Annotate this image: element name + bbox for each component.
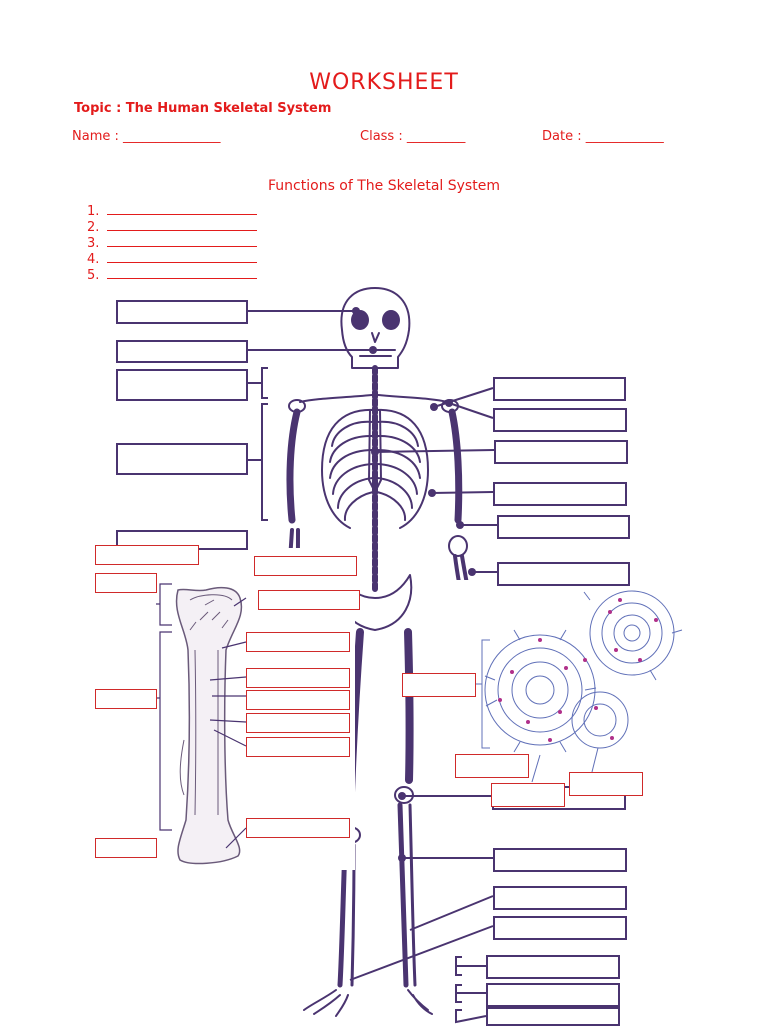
function-item-5[interactable]: 5. bbox=[87, 268, 258, 284]
label-box-fibula[interactable] bbox=[493, 886, 627, 910]
label-box-nutrient-artery[interactable] bbox=[246, 737, 350, 757]
label-box-bone-title[interactable] bbox=[95, 545, 199, 565]
label-box-skull[interactable] bbox=[116, 300, 248, 324]
worksheet-title: WORKSHEET bbox=[309, 70, 459, 95]
function-item-1[interactable]: 1. bbox=[87, 204, 258, 220]
function-item-4[interactable]: 4. bbox=[87, 252, 258, 268]
label-box-diaphysis[interactable] bbox=[95, 689, 157, 709]
function-item-3[interactable]: 3. bbox=[87, 236, 258, 252]
label-box-clavicle[interactable] bbox=[493, 377, 626, 401]
label-box-articular-lower[interactable] bbox=[246, 818, 350, 838]
label-box-radius[interactable] bbox=[497, 515, 630, 539]
date-field[interactable]: Date : ____________ bbox=[542, 129, 664, 144]
label-box-ribs[interactable] bbox=[493, 482, 627, 506]
label-box-mandible[interactable] bbox=[116, 340, 248, 363]
functions-heading: Functions of The Skeletal System bbox=[268, 178, 500, 194]
label-box-epiphyseal-line[interactable] bbox=[246, 632, 350, 652]
name-field[interactable]: Name : _______________ bbox=[72, 129, 221, 144]
label-box-haversian-canal[interactable] bbox=[455, 754, 529, 778]
label-box-spongy-bone[interactable] bbox=[258, 590, 360, 610]
label-box-periosteum[interactable] bbox=[246, 713, 350, 733]
label-box-phalanges[interactable] bbox=[486, 1007, 620, 1026]
topic-line: Topic : The Human Skeletal System bbox=[74, 101, 332, 116]
label-box-sternum[interactable] bbox=[494, 440, 628, 464]
label-box-lacunae[interactable] bbox=[491, 783, 565, 807]
label-box-canaliculi[interactable] bbox=[569, 772, 643, 796]
label-box-metatarsals[interactable] bbox=[486, 983, 620, 1007]
label-box-ulna[interactable] bbox=[497, 562, 630, 586]
label-box-tarsals[interactable] bbox=[486, 955, 620, 979]
label-box-scapula[interactable] bbox=[493, 408, 627, 432]
label-box-epiphysis-upper[interactable] bbox=[95, 573, 157, 593]
label-box-axial-upper[interactable] bbox=[116, 369, 248, 401]
label-box-axial-lower[interactable] bbox=[116, 443, 248, 475]
label-box-epiphysis-lower[interactable] bbox=[95, 838, 157, 858]
label-box-tibia[interactable] bbox=[493, 848, 627, 872]
label-box-ankle[interactable] bbox=[493, 916, 627, 940]
label-box-articular-cartilage[interactable] bbox=[254, 556, 357, 576]
label-box-compact-bone[interactable] bbox=[246, 690, 350, 710]
label-box-medullary-cavity[interactable] bbox=[246, 668, 350, 688]
class-field[interactable]: Class : _________ bbox=[360, 129, 466, 144]
function-item-2[interactable]: 2. bbox=[87, 220, 258, 236]
label-box-osteon[interactable] bbox=[402, 673, 476, 697]
